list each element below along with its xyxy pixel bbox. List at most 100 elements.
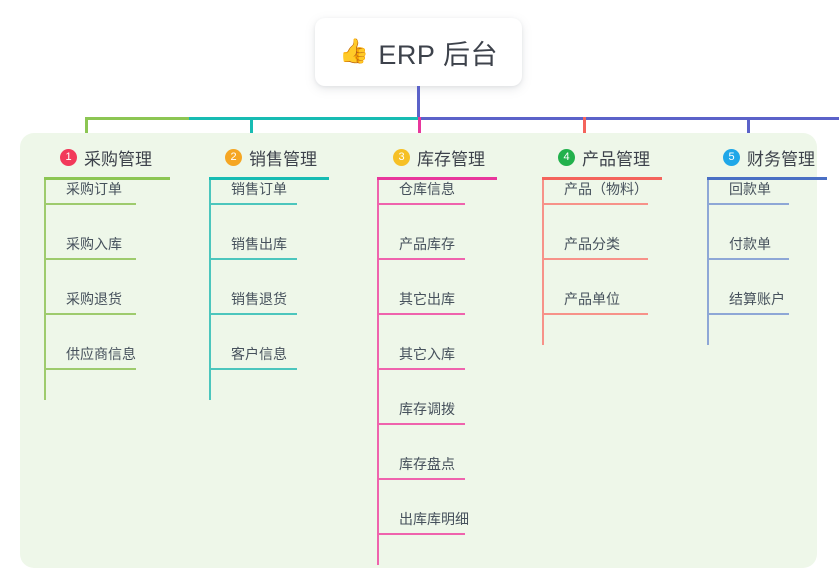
leaf-item-label: 结算账户 (729, 291, 785, 307)
leaf-item-rule (377, 313, 465, 315)
branch-column-2: 2 销售管理销售订单销售出库销售退货客户信息 (209, 133, 329, 400)
leaf-item[interactable]: 产品库存 (377, 224, 465, 260)
connector-stub-column-2 (250, 117, 253, 140)
leaf-item[interactable]: 结算账户 (707, 279, 789, 315)
branch-header-1[interactable]: 1 采购管理 (44, 133, 170, 180)
branch-spine (542, 180, 544, 345)
connector-stub-column-3 (418, 117, 421, 140)
branch-index-badge: 5 (723, 149, 740, 166)
leaf-item[interactable]: 采购入库 (44, 224, 136, 260)
leaf-item-rule (377, 533, 465, 535)
branch-header-row: 5 财务管理 (707, 133, 827, 170)
leaf-item-rule (377, 423, 465, 425)
leaf-item-label: 付款单 (729, 236, 771, 252)
leaf-item[interactable]: 其它出库 (377, 279, 465, 315)
leaf-item-label: 库存盘点 (399, 456, 455, 472)
leaf-item[interactable]: 付款单 (707, 224, 789, 260)
branch-spine (377, 180, 379, 565)
leaf-item-rule (44, 258, 136, 260)
leaf-item-label: 回款单 (729, 181, 771, 197)
leaf-item-rule (44, 313, 136, 315)
leaf-item-label: 采购退货 (66, 291, 122, 307)
leaf-item-label: 销售退货 (231, 291, 287, 307)
connector-bus-teal (189, 117, 420, 120)
branch-spine (707, 180, 709, 345)
branch-header-rule (44, 177, 170, 180)
root-node-title: ERP 后台 (378, 39, 498, 70)
leaf-item[interactable]: 销售出库 (209, 224, 297, 260)
leaf-item-rule (209, 313, 297, 315)
leaf-item-label: 产品（物料） (564, 181, 648, 197)
leaf-item[interactable]: 采购订单 (44, 169, 136, 205)
branch-column-1: 1 采购管理采购订单采购入库采购退货供应商信息 (44, 133, 170, 400)
branch-header-row: 4 产品管理 (542, 133, 662, 170)
branch-title: 采购管理 (84, 150, 152, 169)
leaf-item[interactable]: 出库库明细 (377, 499, 469, 535)
leaf-item-label: 产品分类 (564, 236, 620, 252)
branch-title: 产品管理 (582, 150, 650, 169)
leaf-item-rule (44, 203, 136, 205)
branch-header-rule (209, 177, 329, 180)
leaf-item[interactable]: 销售退货 (209, 279, 297, 315)
branch-header-2[interactable]: 2 销售管理 (209, 133, 329, 180)
leaf-item-rule (707, 313, 789, 315)
leaf-item-rule (542, 203, 648, 205)
connector-stub-column-5 (747, 117, 750, 140)
connector-root-drop (417, 86, 420, 119)
branch-header-rule (377, 177, 497, 180)
branch-header-row: 1 采购管理 (44, 133, 170, 170)
branch-header-4[interactable]: 4 产品管理 (542, 133, 662, 180)
branch-title: 库存管理 (417, 150, 485, 169)
leaf-item[interactable]: 产品分类 (542, 224, 648, 260)
leaf-item-rule (377, 203, 465, 205)
leaf-item[interactable]: 其它入库 (377, 334, 465, 370)
branch-header-rule (542, 177, 662, 180)
leaf-item-rule (707, 258, 789, 260)
branch-index-badge: 4 (558, 149, 575, 166)
leaf-item-label: 出库库明细 (399, 511, 469, 527)
branch-spine (209, 180, 211, 400)
leaf-item-rule (209, 258, 297, 260)
leaf-item-label: 其它入库 (399, 346, 455, 362)
branch-title: 财务管理 (747, 150, 815, 169)
leaf-item-rule (209, 203, 297, 205)
branch-column-4: 4 产品管理产品（物料） 产品分类产品单位 (542, 133, 662, 345)
connector-bus-green (85, 117, 189, 120)
leaf-item[interactable]: 采购退货 (44, 279, 136, 315)
leaf-item-rule (44, 368, 136, 370)
branch-header-rule (707, 177, 827, 180)
branch-title: 销售管理 (249, 150, 317, 169)
leaf-item[interactable]: 仓库信息 (377, 169, 465, 205)
leaf-item[interactable]: 回款单 (707, 169, 789, 205)
leaf-item-rule (377, 258, 465, 260)
leaf-item-rule (707, 203, 789, 205)
leaf-item[interactable]: 库存盘点 (377, 444, 465, 480)
root-node-card[interactable]: 👍 ERP 后台 (315, 18, 522, 86)
leaf-item-label: 其它出库 (399, 291, 455, 307)
leaf-item-label: 采购订单 (66, 181, 122, 197)
leaf-item[interactable]: 客户信息 (209, 334, 297, 370)
leaf-item[interactable]: 销售订单 (209, 169, 297, 205)
leaf-item-label: 库存调拨 (399, 401, 455, 417)
branch-index-badge: 2 (225, 149, 242, 166)
branch-index-badge: 1 (60, 149, 77, 166)
leaf-item-label: 销售出库 (231, 236, 287, 252)
leaf-item-label: 产品库存 (399, 236, 455, 252)
branch-spine (44, 180, 46, 400)
leaf-item[interactable]: 产品单位 (542, 279, 648, 315)
leaf-item-label: 销售订单 (231, 181, 287, 197)
branches-panel: 1 采购管理采购订单采购入库采购退货供应商信息 2 销售管理销售订单销售出库销售退货客… (20, 133, 827, 568)
leaf-item-label: 采购入库 (66, 236, 122, 252)
leaf-item-rule (377, 368, 465, 370)
branch-header-5[interactable]: 5 财务管理 (707, 133, 827, 180)
branch-column-5: 5 财务管理回款单付款单结算账户 (707, 133, 827, 345)
leaf-item-rule (542, 313, 648, 315)
leaf-item[interactable]: 供应商信息 (44, 334, 136, 370)
leaf-item[interactable]: 产品（物料） (542, 169, 648, 205)
leaf-item-rule (542, 258, 648, 260)
leaf-item-rule (377, 478, 465, 480)
leaf-item[interactable]: 库存调拨 (377, 389, 465, 425)
